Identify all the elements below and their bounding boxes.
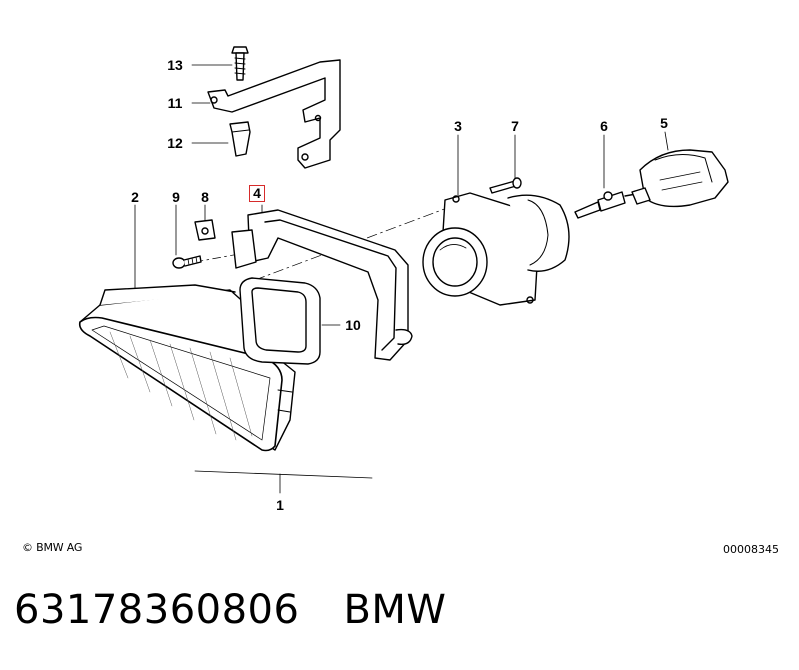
- exploded-parts-diagram: [78, 46, 729, 494]
- part-10-gasket: [239, 277, 321, 365]
- callout-4-highlighted[interactable]: 4: [249, 185, 265, 202]
- part-number: 63178360806: [14, 587, 300, 633]
- callout-11: 11: [167, 95, 183, 111]
- callout-2: 2: [131, 189, 139, 205]
- part-3-projector: [422, 192, 570, 306]
- callout-12: 12: [167, 135, 183, 151]
- leader-lines: [134, 64, 669, 494]
- part-caption: 63178360806 BMW: [14, 585, 446, 635]
- callout-8: 8: [201, 189, 209, 205]
- callout-6: 6: [600, 118, 608, 134]
- part-12-clip: [229, 121, 251, 157]
- brand-name: BMW: [343, 587, 447, 633]
- callout-1: 1: [276, 497, 284, 513]
- part-6-bulb: [574, 191, 637, 219]
- copyright-notice: © BMW AG: [22, 541, 83, 554]
- part-5-socket: [631, 149, 729, 208]
- callout-5: 5: [660, 115, 668, 131]
- part-4-frame: [231, 209, 413, 361]
- part-13-screw: [231, 46, 249, 81]
- callout-3: 3: [454, 118, 462, 134]
- callout-7: 7: [511, 118, 519, 134]
- part-9-screw: [172, 255, 202, 269]
- part-11-bracket: [207, 59, 341, 169]
- part-7-screw: [489, 177, 522, 194]
- part-2-lens-housing: [78, 284, 296, 452]
- part-8-nut: [194, 219, 216, 241]
- callout-10: 10: [345, 317, 361, 333]
- callout-13: 13: [167, 57, 183, 73]
- diagram-id: 00008345: [723, 543, 779, 556]
- callout-9: 9: [172, 189, 180, 205]
